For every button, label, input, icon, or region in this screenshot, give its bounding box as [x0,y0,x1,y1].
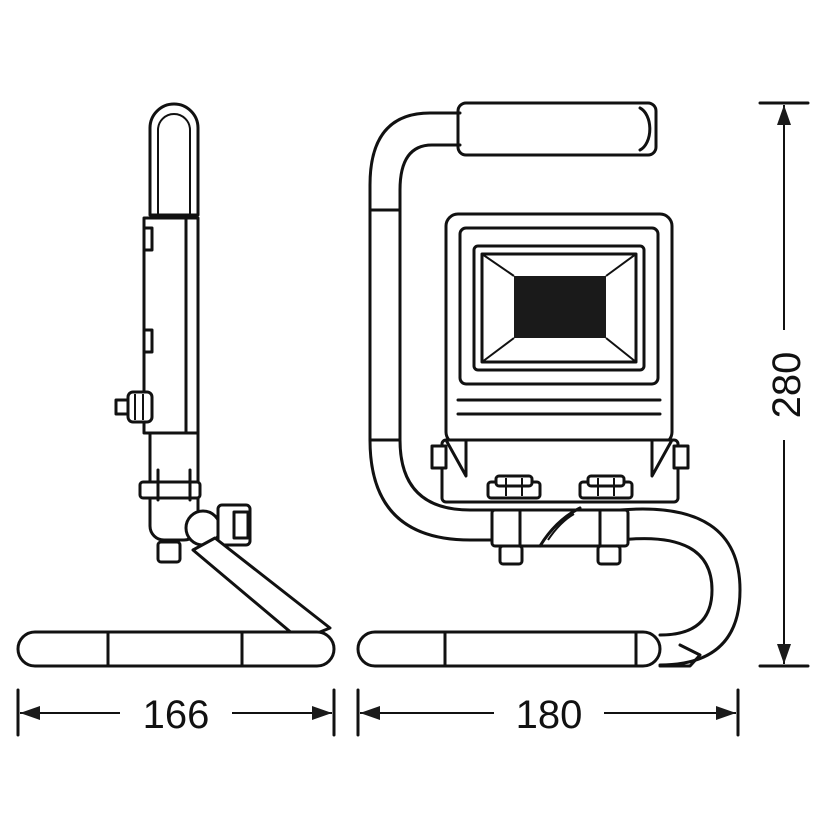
dimension-height: 280 [758,101,810,668]
depth-label: 166 [143,693,210,737]
front-base-bar [356,630,662,668]
front-view [356,101,742,668]
width-label: 180 [516,693,583,737]
dimension-depth: 166 [16,688,336,737]
side-view [16,102,336,668]
lens-frame [472,244,646,372]
front-right-knob [578,474,634,500]
height-label: 280 [765,352,809,419]
front-clamp-block [490,508,630,548]
side-knob [114,390,154,424]
front-mount-bracket [440,438,680,504]
side-diagonal-strut [191,536,332,642]
front-grip-handle [456,101,658,157]
led-panel [514,276,606,338]
side-handle-loop [148,102,200,217]
dimension-width: 180 [356,688,740,737]
side-foot-bar [16,630,336,668]
front-left-knob [486,474,542,500]
